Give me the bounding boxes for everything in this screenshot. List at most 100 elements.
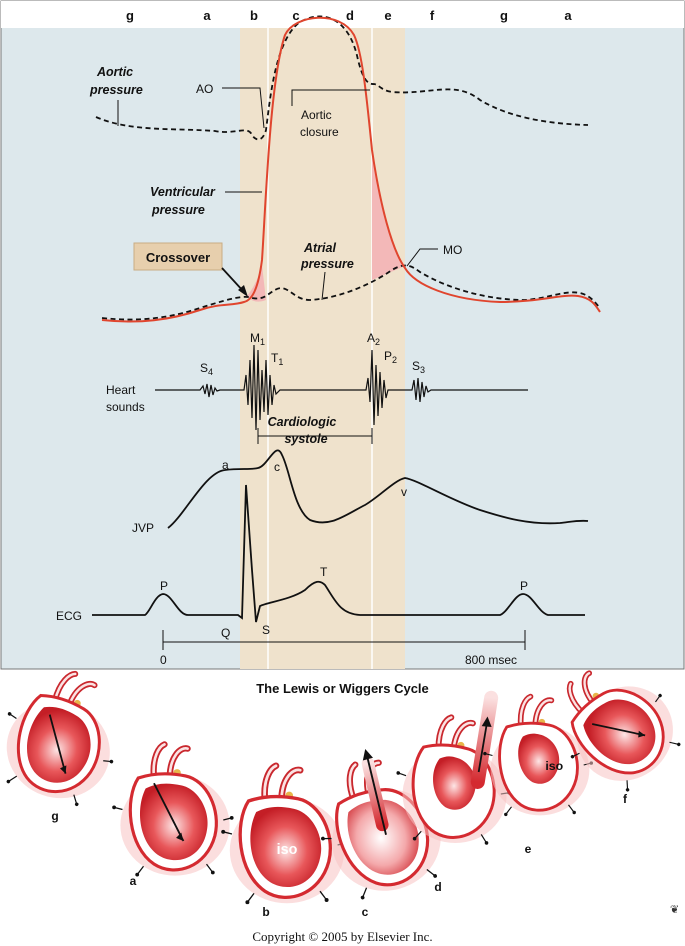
flow-arrow [153,782,185,842]
ventricular-pressure-label: pressure [151,203,205,217]
heart-g [6,670,114,807]
s4-label-sub: 4 [208,367,213,377]
t1-label-sub: 1 [278,357,283,367]
corner-logo-icon: ❦ [670,903,680,916]
ventricular-pressure-label: Ventricular [150,185,216,199]
aortic-pressure-label: pressure [89,83,143,97]
systole-label: systole [284,432,327,446]
phase-letter: e [384,8,391,23]
isovolumic-relaxation-area [372,152,405,280]
crossover-arrowhead [238,285,248,297]
p2-label: P2 [384,349,397,365]
ecg-p-label: P [520,579,528,593]
a2-label-main: A [367,331,375,345]
ejection-arrow [365,754,387,835]
flow-arrowhead [638,730,646,738]
wall-motion-arrowhead [625,788,630,792]
heart-sounds-label: Heart [106,383,136,397]
heart-phase-letter: g [51,809,58,823]
wall-motion-arrowhead [504,812,508,817]
p2-label-main: P [384,349,392,363]
time-start-label: 0 [160,653,167,667]
wall-motion-arrowhead [229,816,234,820]
ecg-q-label: Q [221,626,230,640]
m1-label: M1 [250,331,265,347]
heart-phase-letter: c [362,905,369,919]
mo-label: MO [443,243,462,257]
jvp-c-label: c [274,460,280,474]
phase-letter: c [292,8,299,23]
wall-motion-arrowhead [433,874,437,878]
heart-phase-letter: d [434,880,441,894]
figure-caption: The Lewis or Wiggers Cycle [256,681,429,696]
wall-motion-arrowhead [7,712,12,716]
flow-arrowhead [176,832,184,841]
heart-phase-letter: b [262,905,269,919]
heart-sounds-trace [155,344,528,431]
wall-motion-arrowhead [210,870,215,875]
heart-chamber [518,733,560,784]
time-bracket [162,630,526,650]
ecg-trace [92,484,585,623]
t1-label-main: T [271,351,279,365]
atrial-pressure-label: pressure [300,257,354,271]
heart-phase-inner-label: iso [545,759,563,773]
heart-f [566,670,681,792]
wall-motion-arrowhead [677,742,681,747]
a2-label-sub: 2 [375,337,380,347]
wall-motion-arrowhead [570,754,575,759]
p2-label-sub: 2 [392,355,397,365]
time-end-label: 800 msec [465,653,517,667]
wall-motion-arrowhead [412,836,417,841]
heart-chamber [250,806,322,888]
atrial-pressure-label: Atrial [303,241,336,255]
ejection-arrow [477,722,488,773]
jvp-a-label: a [222,458,229,472]
wall-motion-arrowhead [483,751,487,756]
aortic-closure-label: Aortic [301,108,332,122]
phase-letter: g [126,8,134,23]
aortic-pressure-curve [95,15,589,141]
heart-chamber [583,699,656,765]
heart-phase-inner-label: iso [277,842,298,858]
ecg-t-label: T [320,565,328,579]
aortic-closure-leader [291,89,370,106]
ejection-arrowhead [481,716,492,727]
heart-chamber [433,756,476,810]
phase-letter: g [500,8,508,23]
jvp-v-label: v [401,485,407,499]
heart-d [396,690,511,845]
flow-arrow [591,723,646,737]
ao-label: AO [196,82,213,96]
s3-label: S3 [412,359,425,375]
ejection-arrowhead [362,748,374,761]
t1-label: T1 [271,351,283,367]
wall-motion-arrowhead [396,771,401,775]
copyright-notice: Copyright © 2005 by Elsevier Inc. [252,929,433,944]
heart-phase-letter: a [130,874,137,888]
crossover-box [133,242,223,271]
wall-motion-arrowhead [74,802,79,807]
heart-b: iso [221,762,349,905]
phase-letter: a [564,8,572,23]
mo-leader [406,248,438,267]
wall-motion-arrowhead [484,841,489,845]
heart-a [112,741,234,877]
s4-label-main: S [200,361,208,375]
aortic-pressure-label: Aortic [96,65,133,79]
a2-label: A2 [367,331,380,347]
s3-label-main: S [412,359,420,373]
phase-letter: f [430,8,435,23]
wall-motion-arrowhead [6,779,11,784]
ecg-label: ECG [56,609,82,623]
crossover-label: Crossover [146,250,210,265]
wall-motion-arrowhead [245,900,250,905]
s4-label: S4 [200,361,213,377]
m1-label-sub: 1 [260,337,265,347]
phase-header: g a b c d e f g a [126,8,572,23]
aortic-closure-label: closure [300,125,339,139]
heart-chamber [27,706,91,783]
crossover-arrow [221,267,245,293]
